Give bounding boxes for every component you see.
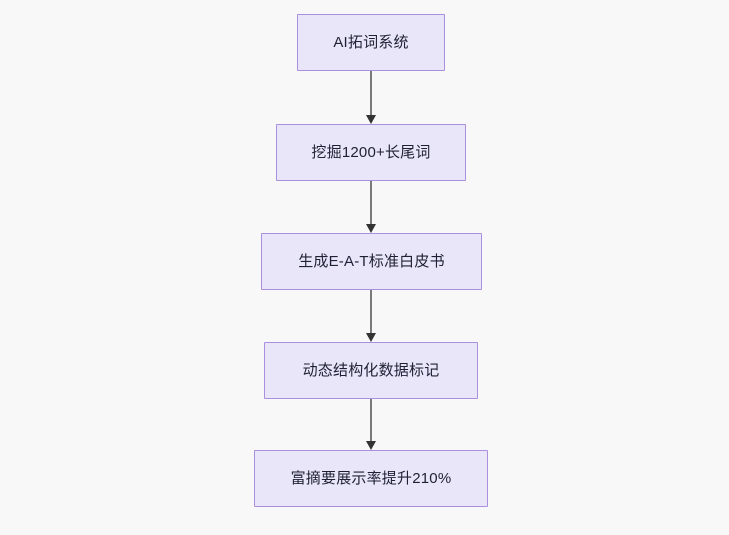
arrowhead-icon — [366, 333, 376, 342]
edge-line — [370, 290, 372, 334]
flow-node-n2[interactable]: 挖掘1200+长尾词 — [276, 124, 466, 181]
arrowhead-icon — [366, 224, 376, 233]
flow-node-label: 动态结构化数据标记 — [302, 361, 440, 379]
arrowhead-icon — [366, 441, 376, 450]
flow-node-n1[interactable]: AI拓词系统 — [297, 14, 445, 71]
flow-node-n4[interactable]: 动态结构化数据标记 — [264, 342, 478, 399]
flow-node-label: 富摘要展示率提升210% — [290, 469, 452, 487]
flow-node-n5[interactable]: 富摘要展示率提升210% — [254, 450, 488, 507]
flow-node-n3[interactable]: 生成E-A-T标准白皮书 — [261, 233, 482, 290]
edge-line — [370, 71, 372, 116]
flow-node-label: 生成E-A-T标准白皮书 — [298, 252, 445, 270]
arrowhead-icon — [366, 115, 376, 124]
flow-node-label: AI拓词系统 — [333, 33, 409, 51]
edge-line — [370, 181, 372, 225]
edge-line — [370, 399, 372, 442]
flow-node-label: 挖掘1200+长尾词 — [311, 143, 431, 161]
